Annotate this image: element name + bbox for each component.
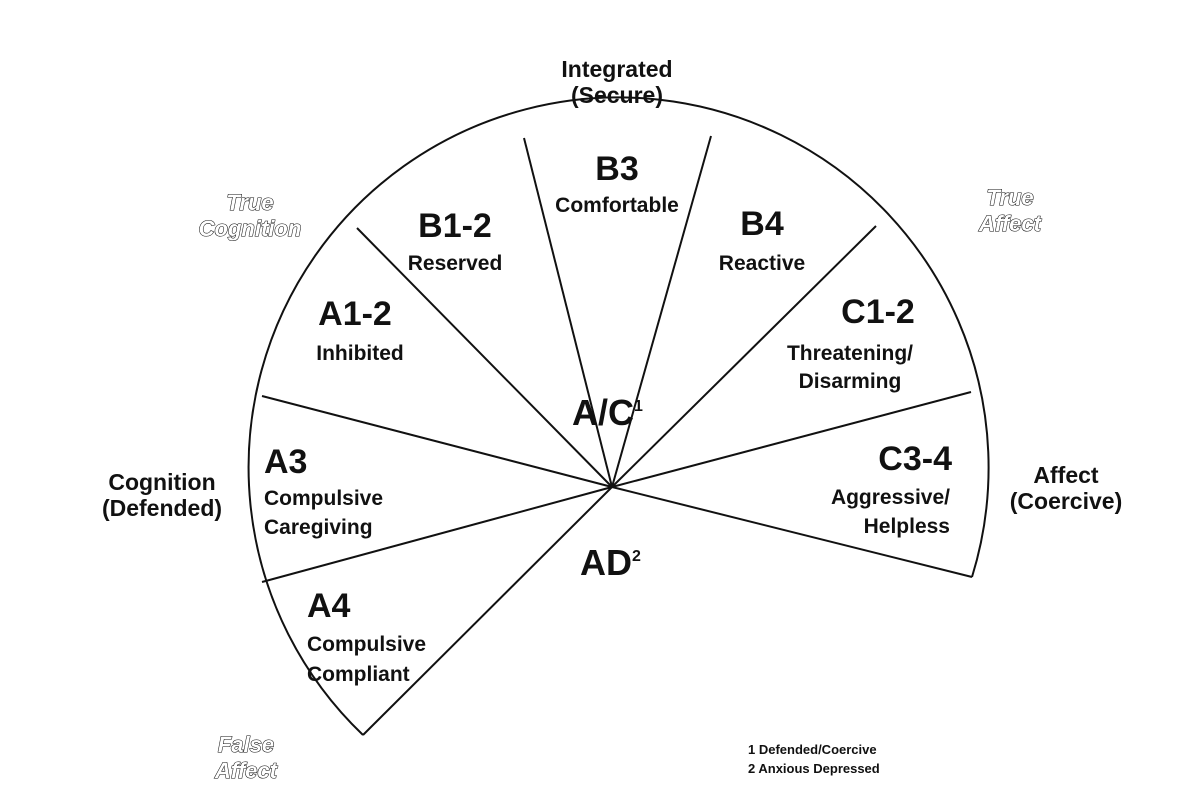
segment-b4-desc: Reactive <box>719 252 805 275</box>
footnote-2: 2 Anxious Depressed <box>748 761 880 776</box>
segment-c34-desc-line1: Aggressive/ <box>831 486 950 509</box>
true-cognition-line1: True <box>226 190 273 215</box>
center-ac-superscript: 1 <box>634 398 643 415</box>
divider-b12-b3 <box>523 137 613 488</box>
segment-c12-desc-line2: Disarming <box>799 370 902 393</box>
center-ad-label: AD2 <box>580 542 641 583</box>
segment-a4-code: A4 <box>307 587 351 625</box>
divider-b4-c12 <box>611 225 877 488</box>
divider-b3-b4 <box>611 135 712 488</box>
outer-arc <box>247 96 990 736</box>
center-ad-text: AD <box>580 542 632 583</box>
divider-a4-ad <box>362 486 613 736</box>
center-ac-label: A/C1 <box>572 392 643 433</box>
segment-a4-desc-line1: Compulsive <box>307 633 426 656</box>
segment-a3-code: A3 <box>264 443 307 481</box>
segment-c12-code: C1-2 <box>841 293 915 331</box>
segment-b3-code: B3 <box>595 150 638 188</box>
right-label-line1: Affect <box>1033 462 1099 488</box>
segment-c34-code: C3-4 <box>878 440 952 478</box>
segment-a12-code: A1-2 <box>318 295 392 333</box>
top-label-line2: (Secure) <box>571 82 663 108</box>
divider-a12-b12 <box>356 227 613 488</box>
right-label-line2: (Coercive) <box>1010 488 1122 514</box>
segment-c12-desc-line1: Threatening/ <box>787 342 913 365</box>
true-affect-line1: True <box>986 185 1033 210</box>
segment-a3-desc-line2: Caregiving <box>264 516 373 539</box>
false-affect-line1: False <box>218 732 274 757</box>
segment-a4-desc-line2: Compliant <box>307 663 410 686</box>
divider-a3-a4 <box>261 486 613 583</box>
true-affect-line2: Affect <box>978 211 1043 236</box>
true-cognition-line2: Cognition <box>199 216 302 241</box>
segment-a12-desc: Inhibited <box>316 342 404 365</box>
segment-b4-code: B4 <box>740 205 784 243</box>
center-ad-superscript: 2 <box>632 548 641 565</box>
divider-c12-c34 <box>611 391 972 488</box>
left-label-line2: (Defended) <box>102 495 222 521</box>
segment-b12-desc: Reserved <box>408 252 503 275</box>
segment-b3-desc: Comfortable <box>555 194 679 217</box>
center-ac-text: A/C <box>572 392 634 433</box>
false-affect-line2: Affect <box>214 758 279 783</box>
divider-a12-a3 <box>261 395 613 488</box>
divider-c34-ad <box>611 486 973 578</box>
footnote-1: 1 Defended/Coercive <box>748 742 877 757</box>
top-label-line1: Integrated <box>561 56 672 82</box>
segment-a3-desc-line1: Compulsive <box>264 487 383 510</box>
segment-c34-desc-line2: Helpless <box>864 515 950 538</box>
segment-b12-code: B1-2 <box>418 207 492 245</box>
left-label-line1: Cognition <box>108 469 215 495</box>
